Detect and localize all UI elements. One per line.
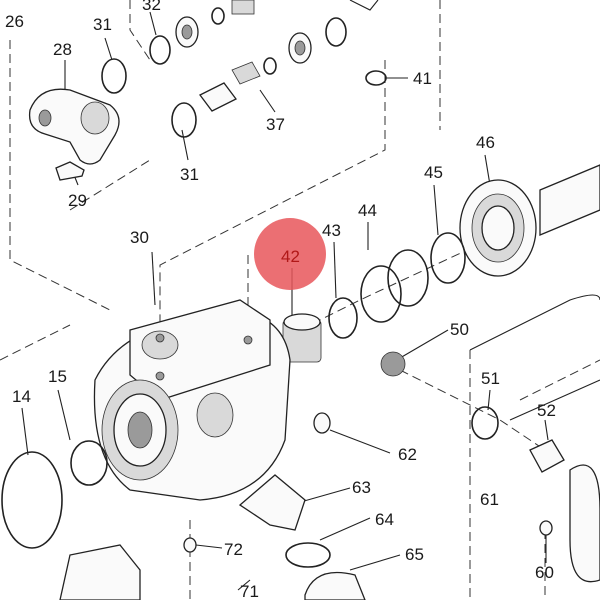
lower-parts (59, 294, 600, 600)
label-60: 60 (535, 563, 554, 582)
fitting-52 (529, 439, 565, 473)
label-72: 72 (224, 540, 243, 559)
label-51: 51 (481, 369, 500, 388)
left-seals (1, 440, 108, 549)
label-52: 52 (537, 401, 556, 420)
part-number-labels: 26 31 32 28 41 37 31 29 30 46 45 44 43 4… (5, 0, 556, 600)
label-30: 30 (130, 228, 149, 247)
o-ring-51 (471, 406, 499, 440)
label-31-top: 31 (93, 15, 112, 34)
label-64: 64 (375, 510, 394, 529)
o-ring-31-bottom (171, 102, 197, 138)
screw-60 (539, 520, 553, 536)
label-14: 14 (12, 387, 31, 406)
label-41: 41 (413, 69, 432, 88)
label-46: 46 (476, 133, 495, 152)
part-72 (183, 537, 197, 553)
label-42-highlighted: 42 (281, 247, 300, 266)
plug-62 (313, 412, 331, 434)
label-62: 62 (398, 445, 417, 464)
label-31-bottom: 31 (180, 165, 199, 184)
label-50: 50 (450, 320, 469, 339)
label-71: 71 (240, 582, 259, 600)
snap-ring-45 (430, 232, 466, 284)
top-rings-and-seals (101, 0, 387, 138)
fork-63 (238, 474, 306, 531)
label-61: 61 (480, 490, 499, 509)
housing-61 (569, 464, 600, 583)
o-ring-64 (285, 542, 331, 568)
label-63: 63 (352, 478, 371, 497)
bearing-46-and-shaft (282, 164, 600, 377)
highlight-marker (254, 218, 326, 290)
o-ring-31-top (101, 58, 127, 94)
label-15: 15 (48, 367, 67, 386)
main-housing-30 (93, 299, 291, 501)
o-ring-32 (149, 35, 171, 65)
label-28: 28 (53, 40, 72, 59)
base-71 (59, 544, 141, 600)
label-32: 32 (142, 0, 161, 14)
bracket-28 (28, 88, 120, 181)
ring-43 (328, 297, 358, 339)
ring-44 (360, 265, 402, 323)
label-37: 37 (266, 115, 285, 134)
o-ring-41 (365, 70, 387, 86)
label-29: 29 (68, 191, 87, 210)
label-26: 26 (5, 12, 24, 31)
label-45: 45 (424, 163, 443, 182)
label-43: 43 (322, 221, 341, 240)
o-ring-14 (1, 451, 63, 549)
seal-15 (70, 440, 108, 486)
plug-50 (380, 351, 406, 377)
part-65 (304, 571, 366, 600)
label-44: 44 (358, 201, 377, 220)
label-65: 65 (405, 545, 424, 564)
